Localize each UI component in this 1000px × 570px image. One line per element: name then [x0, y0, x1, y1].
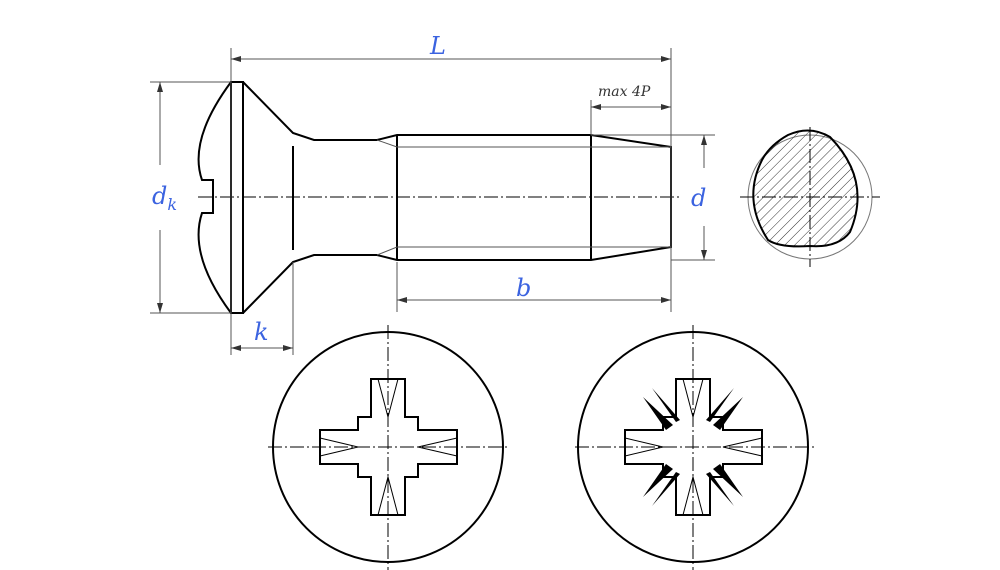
label-tip-note: max 4P: [598, 84, 651, 100]
label-length: L: [429, 32, 446, 60]
label-head-diameter: dk: [152, 182, 177, 214]
pozidriv-head-view-marked: [575, 325, 815, 570]
label-thread-length: b: [516, 274, 531, 302]
screw-side-view: [197, 81, 680, 314]
thread-cross-section: [740, 127, 880, 267]
pozidriv-head-view: [268, 325, 508, 570]
label-diameter: d: [691, 184, 706, 212]
star-marks: [643, 388, 743, 506]
label-head-height: k: [254, 318, 269, 346]
dimensions: [150, 48, 715, 355]
